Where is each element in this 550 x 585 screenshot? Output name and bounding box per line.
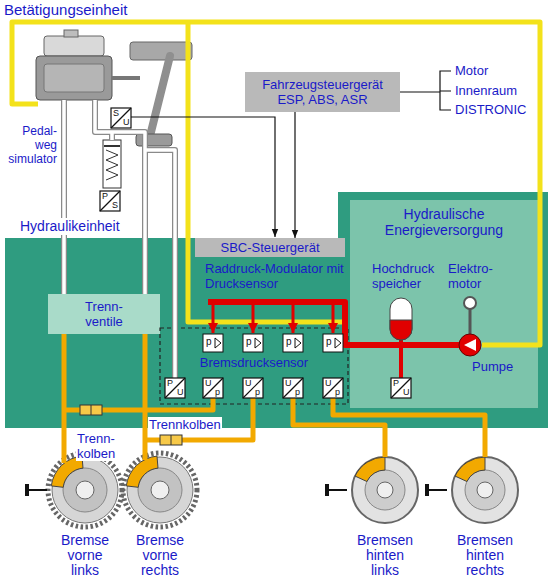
master-cylinder (36, 30, 140, 100)
sbc-control-box-shape (195, 238, 345, 257)
accumulator-symbol (390, 298, 412, 340)
sensor-letter: S (113, 108, 119, 118)
hydraulic-line (64, 100, 175, 378)
sensor-letter: p (335, 387, 340, 397)
signal-line (131, 71, 451, 237)
part-label: Pedal- weg simulator (7, 124, 58, 166)
pump-symbol (459, 334, 481, 356)
rear-right-brake (452, 457, 518, 523)
node-text: Bremsdrucksensor (200, 355, 308, 370)
node-text: Trenn- ventile (85, 299, 123, 329)
part-label: Trenn- kolben (76, 431, 116, 461)
brake-pressure-sensor-box-shape (160, 328, 348, 404)
valve-letter: p (206, 336, 212, 347)
sensor-letter: P (102, 191, 108, 201)
electric-wire (12, 22, 540, 345)
part-label: Elektro- motor (448, 261, 493, 291)
energy-supply-box-shape (350, 200, 538, 408)
node-text: Fahrzeugsteuergerät ESP, ABS, ASR (251, 77, 394, 107)
brake-line (64, 334, 485, 463)
sensor-letter: U (245, 378, 252, 388)
wheel-label: Bremse vorne rechts (136, 533, 184, 578)
sensor-letter: U (403, 387, 410, 397)
sensor-letter: p (255, 387, 260, 397)
sensor-letter: U (177, 387, 184, 397)
region-heading: Hydraulikeinheit (18, 218, 122, 235)
isolation-valve-box-shape (48, 294, 160, 334)
brake-pressure-sensor-box: Bremsdrucksensor (160, 328, 348, 404)
signal-arrow (294, 112, 295, 238)
node-text: Hydraulische Energieversorgung (385, 206, 503, 238)
part-label: Hochdruck speicher (372, 261, 434, 291)
sensor-symbol (100, 108, 411, 398)
valve-letter: p (246, 336, 252, 347)
part-label: Pumpe (472, 359, 513, 374)
energy-supply-box: Hydraulische Energieversorgung (350, 200, 538, 408)
system-label: Motor (455, 63, 488, 79)
sensor-letter: U (205, 378, 212, 388)
isolation-valve-box: Trenn- ventile (48, 294, 160, 334)
sensor-letter: P (393, 378, 399, 388)
sensor-letter: U (285, 378, 292, 388)
sensor-letter: p (215, 387, 220, 397)
modulator-valve-symbol (203, 334, 343, 352)
sensor-letter: P (167, 378, 173, 388)
system-label: DISTRONIC (455, 102, 527, 118)
rear-left-brake (352, 457, 418, 523)
sensor-letter: p (295, 387, 300, 397)
valve-letter: p (286, 336, 292, 347)
sensor-letter: U (325, 378, 332, 388)
sbc-control-box: SBC-Steuergerät (195, 238, 345, 257)
wheel-label: Bremsen hinten rechts (457, 533, 513, 578)
node-text: SBC-Steuergerät (221, 240, 320, 255)
sensor-letter: U (123, 117, 130, 127)
sensor-letter: S (112, 200, 118, 210)
axle-symbol (25, 484, 447, 496)
control-unit-box: Fahrzeugsteuergerät ESP, ABS, ASR (245, 72, 400, 112)
wheel-label: Bremsen hinten links (357, 533, 413, 578)
pedal-travel-simulator (103, 140, 121, 188)
valve-letter: p (326, 336, 332, 347)
motor-symbol (464, 297, 476, 334)
front-right-brake (123, 453, 197, 527)
part-label: Trennkolben (148, 417, 222, 432)
unit-title: Betätigungseinheit (4, 1, 127, 18)
part-label: Raddruck-Modulator mit Drucksensor (205, 261, 350, 291)
wheel-label: Bremse vorne links (61, 533, 109, 578)
front-left-brake (48, 453, 122, 527)
system-label: Innenraum (455, 83, 517, 99)
control-unit-box-shape (245, 72, 400, 112)
